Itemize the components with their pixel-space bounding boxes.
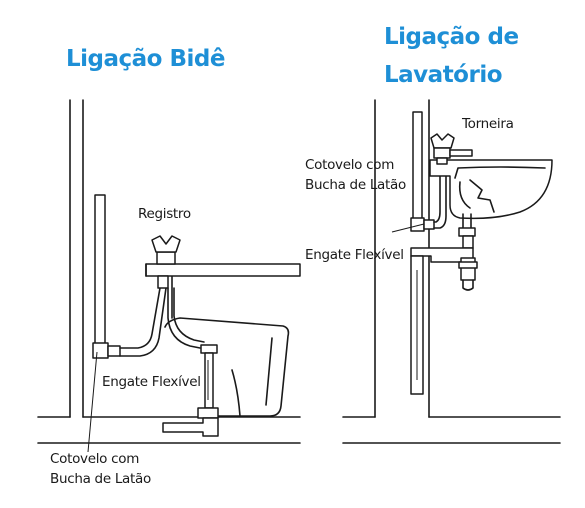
lavatorio-supply-pipe <box>412 111 423 225</box>
lavatorio-basin <box>429 159 553 220</box>
bide-illustration <box>37 99 301 453</box>
bide-cotovelo-label-line2: Bucha de Latão <box>50 471 151 487</box>
lavatorio-title-line1: Ligação de <box>384 24 519 50</box>
bide-supply-pipe <box>94 194 106 348</box>
lavatorio-drain-tail <box>462 213 472 229</box>
bide-floor <box>37 416 301 444</box>
lavatorio-title-line2: Lavatório <box>384 62 503 88</box>
lavatorio-elbow-fitting <box>410 217 435 232</box>
lavatorio-engate-leader <box>391 223 425 233</box>
lavatorio-flexible-hose <box>433 165 447 229</box>
lavatorio-engate-label: Engate Flexível <box>305 247 404 263</box>
lavatorio-wall <box>374 99 430 418</box>
bide-drain <box>162 344 219 437</box>
lavatorio-floor <box>342 416 561 444</box>
lavatorio-torneira-label: Torneira <box>462 116 514 132</box>
bide-valve <box>151 235 181 289</box>
bide-wall <box>69 99 84 418</box>
bide-inner-hose <box>167 287 205 349</box>
bide-rim <box>145 263 301 277</box>
bide-flexible-hose <box>119 287 167 357</box>
bide-registro-label: Registro <box>138 206 191 222</box>
lavatorio-illustration <box>342 99 561 444</box>
lavatorio-siphon <box>410 227 478 395</box>
bide-title: Ligação Bidê <box>66 46 225 72</box>
bide-engate-label: Engate Flexível <box>102 374 201 390</box>
bide-body <box>164 275 290 417</box>
lavatorio-cotovelo-label-line2: Bucha de Latão <box>305 177 406 193</box>
lavatorio-faucet <box>430 133 473 165</box>
bide-cotovelo-label-line1: Cotovelo com <box>50 451 140 467</box>
bide-cotovelo-leader <box>87 351 98 453</box>
lavatorio-cotovelo-label-line1: Cotovelo com <box>305 157 395 173</box>
